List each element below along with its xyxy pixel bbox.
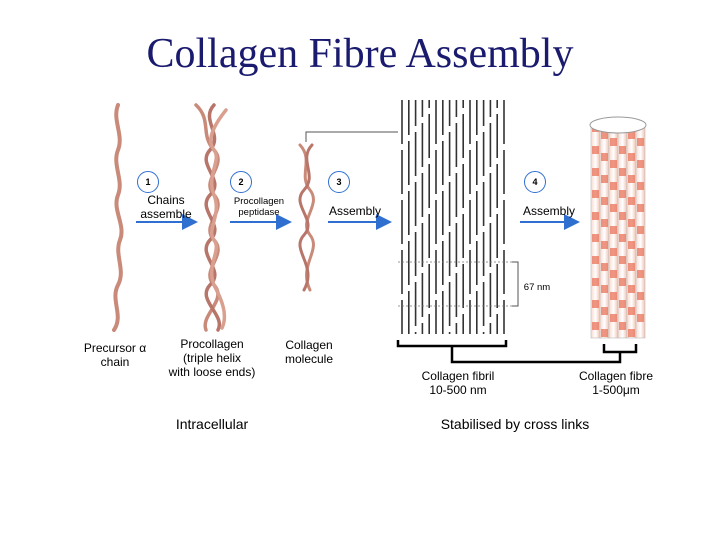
collagen-fibril	[401, 100, 505, 334]
fibre-band	[637, 270, 644, 278]
fibre-band	[592, 300, 599, 308]
fibre-band	[601, 219, 608, 227]
fibre-band	[601, 329, 608, 337]
molecule-label: Collagen molecule	[284, 338, 334, 366]
fibre-band	[601, 285, 608, 293]
fibre-band	[628, 175, 635, 183]
fibre-band	[610, 160, 617, 168]
fibre-band	[637, 138, 644, 146]
fibre-band	[601, 263, 608, 271]
fibril-label: Collagen fibril 10-500 nm	[421, 369, 495, 397]
fibre-band	[610, 270, 617, 278]
fibre-band	[601, 131, 608, 139]
fibre-band	[610, 314, 617, 322]
fibre-band	[628, 219, 635, 227]
step-1-badge: 1	[137, 171, 159, 193]
fibre-band	[628, 197, 635, 205]
fibre-band	[628, 285, 635, 293]
fibre-band	[592, 146, 599, 154]
fibre-band	[637, 226, 644, 234]
fibril-bracket	[396, 340, 508, 348]
fibre-band	[619, 146, 626, 154]
collagen-fibre	[589, 116, 647, 339]
fibre-band	[637, 160, 644, 168]
procollagen-helix	[194, 103, 228, 332]
fibre-band	[610, 138, 617, 146]
procollagen-label: Procollagen (triple helix with loose end…	[168, 337, 256, 379]
fibre-band	[628, 131, 635, 139]
fibre-band	[592, 168, 599, 176]
fibre-band	[619, 322, 626, 330]
fibre-band	[637, 292, 644, 300]
step-4-badge: 4	[524, 171, 546, 193]
fibre-label: Collagen fibre 1-500μm	[578, 369, 654, 397]
fibre-band	[601, 175, 608, 183]
fibre-band	[619, 300, 626, 308]
fibre-band	[619, 278, 626, 286]
fibre-band	[628, 153, 635, 161]
fibre-band	[628, 329, 635, 337]
fibre-band	[610, 226, 617, 234]
step-1-label: Chains assemble	[140, 193, 192, 221]
intracellular-label: Intracellular	[175, 416, 249, 432]
fibre-band	[610, 182, 617, 190]
spacing-label: 67 nm	[523, 282, 551, 293]
fibre-band	[592, 212, 599, 220]
fibre-band	[619, 190, 626, 198]
fibre-band	[601, 153, 608, 161]
fibre-band	[619, 168, 626, 176]
fibre-band	[592, 256, 599, 264]
fibre-band	[601, 197, 608, 205]
precursor-chain	[112, 103, 124, 332]
step-4-label: Assembly	[522, 204, 575, 218]
fibre-band	[637, 248, 644, 256]
fibre-band	[637, 204, 644, 212]
fibre-band	[601, 307, 608, 315]
fibre-band	[610, 204, 617, 212]
fibre-band	[619, 256, 626, 264]
fibre-band	[592, 234, 599, 242]
fibre-band	[637, 182, 644, 190]
fibre-band	[592, 322, 599, 330]
fibre-band	[610, 248, 617, 256]
fibre-band	[619, 212, 626, 220]
fibre-band	[637, 314, 644, 322]
step-3-label: Assembly	[328, 204, 381, 218]
fibre-band	[628, 263, 635, 271]
fibre-band	[610, 292, 617, 300]
precursor-label: Precursor α chain	[83, 341, 147, 369]
stabilised-label: Stabilised by cross links	[440, 416, 590, 432]
fibre-band	[628, 241, 635, 249]
step-3-badge: 3	[328, 171, 350, 193]
step-2-label: Procollagen peptidase	[233, 196, 285, 218]
collagen-molecule	[298, 143, 315, 292]
fibre-band	[628, 307, 635, 315]
step-2-badge: 2	[230, 171, 252, 193]
fibre-bracket	[602, 344, 638, 354]
fibre-band	[601, 241, 608, 249]
page-title: Collagen Fibre Assembly	[146, 31, 574, 77]
fibre-band	[592, 278, 599, 286]
fibre-band	[592, 190, 599, 198]
fibre-band	[619, 234, 626, 242]
